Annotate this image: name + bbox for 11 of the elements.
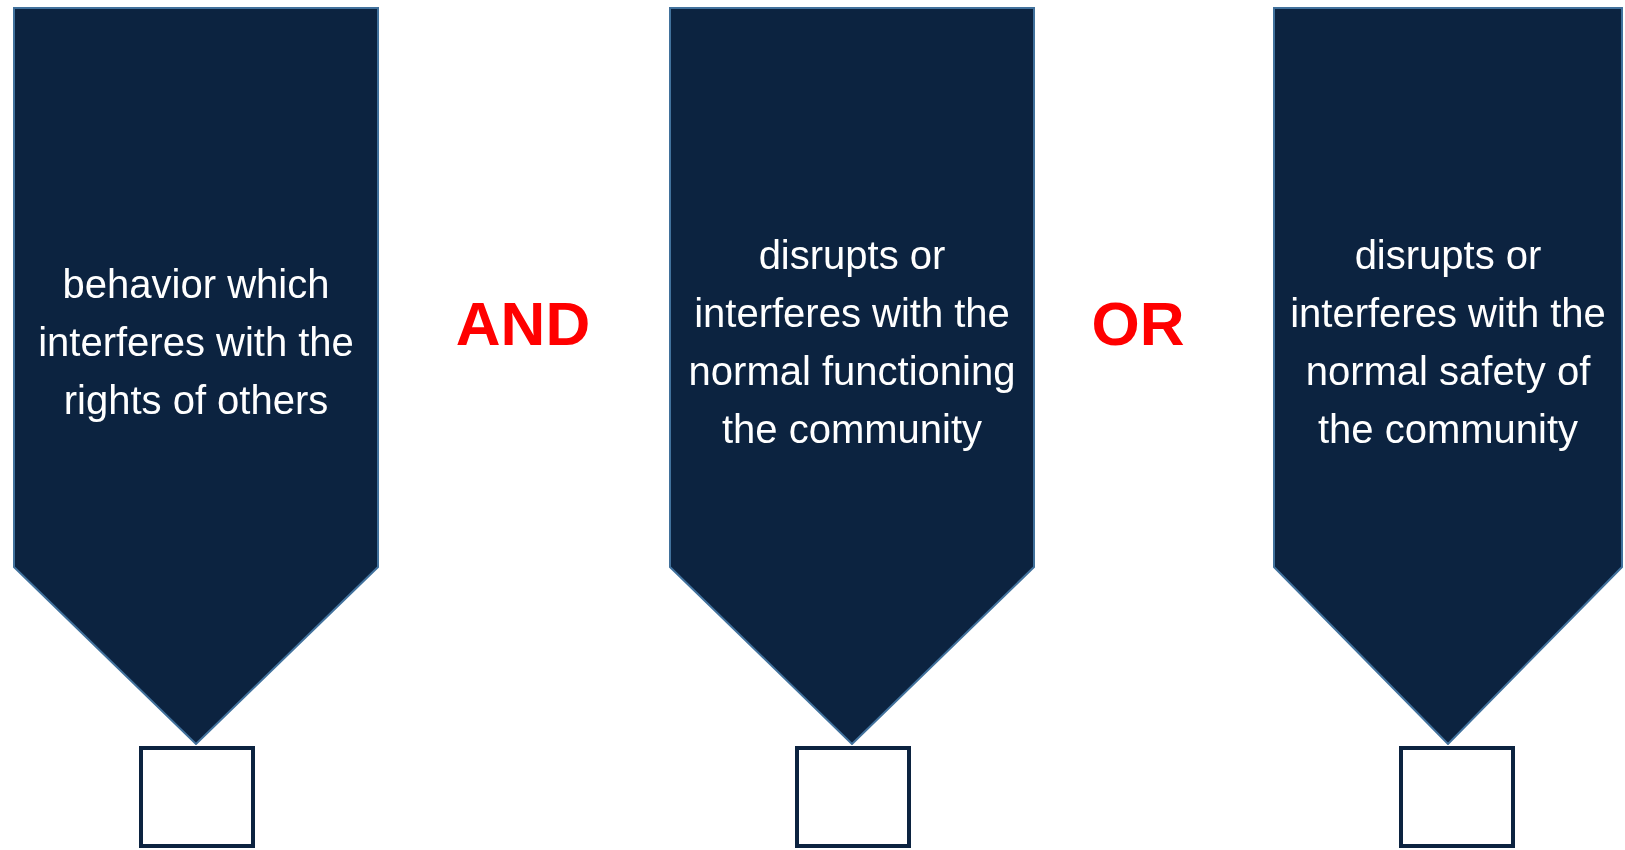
banner-text: behavior which interferes with the rights of others: [37, 261, 355, 424]
checkbox: [1399, 746, 1515, 848]
down-arrow-banner: [669, 7, 1035, 745]
banner-text: disrupts or interferes with the normal functioning the community: [687, 232, 1017, 453]
checkbox: [139, 746, 255, 848]
checkbox: [795, 746, 911, 848]
banner-text: disrupts or interferes with the normal safety of the community: [1289, 232, 1607, 453]
down-arrow-banner: [1273, 7, 1623, 745]
down-arrow-banner: [13, 7, 379, 745]
connector-word: AND: [455, 287, 591, 359]
connector-word: OR: [1091, 287, 1185, 359]
